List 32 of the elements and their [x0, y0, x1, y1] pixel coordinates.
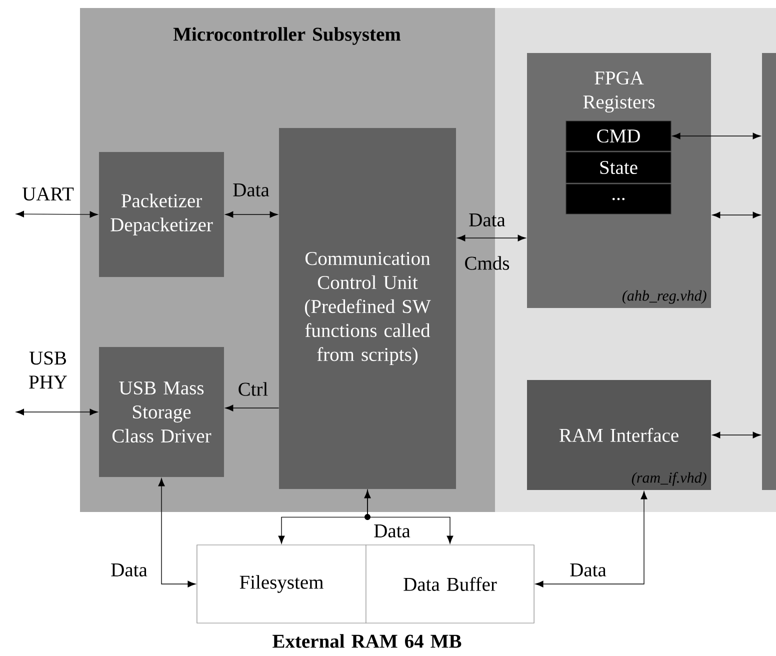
arrow — [535, 491, 648, 588]
edge-label: Data — [570, 564, 606, 576]
arrow — [225, 211, 278, 218]
edge-label: Ctrl — [238, 382, 268, 396]
arrow — [16, 210, 98, 218]
block — [762, 53, 776, 490]
arrow — [158, 478, 196, 588]
arrow — [16, 408, 98, 416]
memory-cell: Filesystem — [196, 544, 366, 624]
interface-box: RAM Interface (ram_if.vhd) — [527, 380, 711, 490]
memory-cell: Data Buffer — [366, 544, 534, 624]
arrow — [712, 432, 761, 438]
register-cell: ... — [566, 184, 672, 214]
arrow — [457, 234, 526, 242]
edge-label: Data — [469, 214, 506, 226]
register-cell: State — [566, 152, 672, 184]
process-box: Communication Control Unit (Predefined SW functions called from scripts) — [279, 128, 456, 489]
edge-label: Data — [111, 564, 148, 576]
arrow — [367, 488, 454, 544]
arrow — [672, 132, 761, 140]
arrow — [712, 212, 761, 218]
register-cell: CMD — [566, 120, 672, 152]
node-label: External RAM 64 MB — [272, 634, 462, 648]
edge-label: Data — [374, 524, 410, 538]
arrow — [225, 404, 280, 412]
edge-label: USB PHY — [29, 352, 67, 388]
edge-label: Data — [233, 184, 270, 196]
text-label: Cmds — [465, 256, 510, 270]
process-box: Packetizer Depacketizer — [99, 152, 224, 277]
arrow — [278, 490, 371, 544]
edge-label: UART — [22, 187, 74, 201]
process-box: USB Mass Storage Class Driver — [99, 347, 224, 477]
